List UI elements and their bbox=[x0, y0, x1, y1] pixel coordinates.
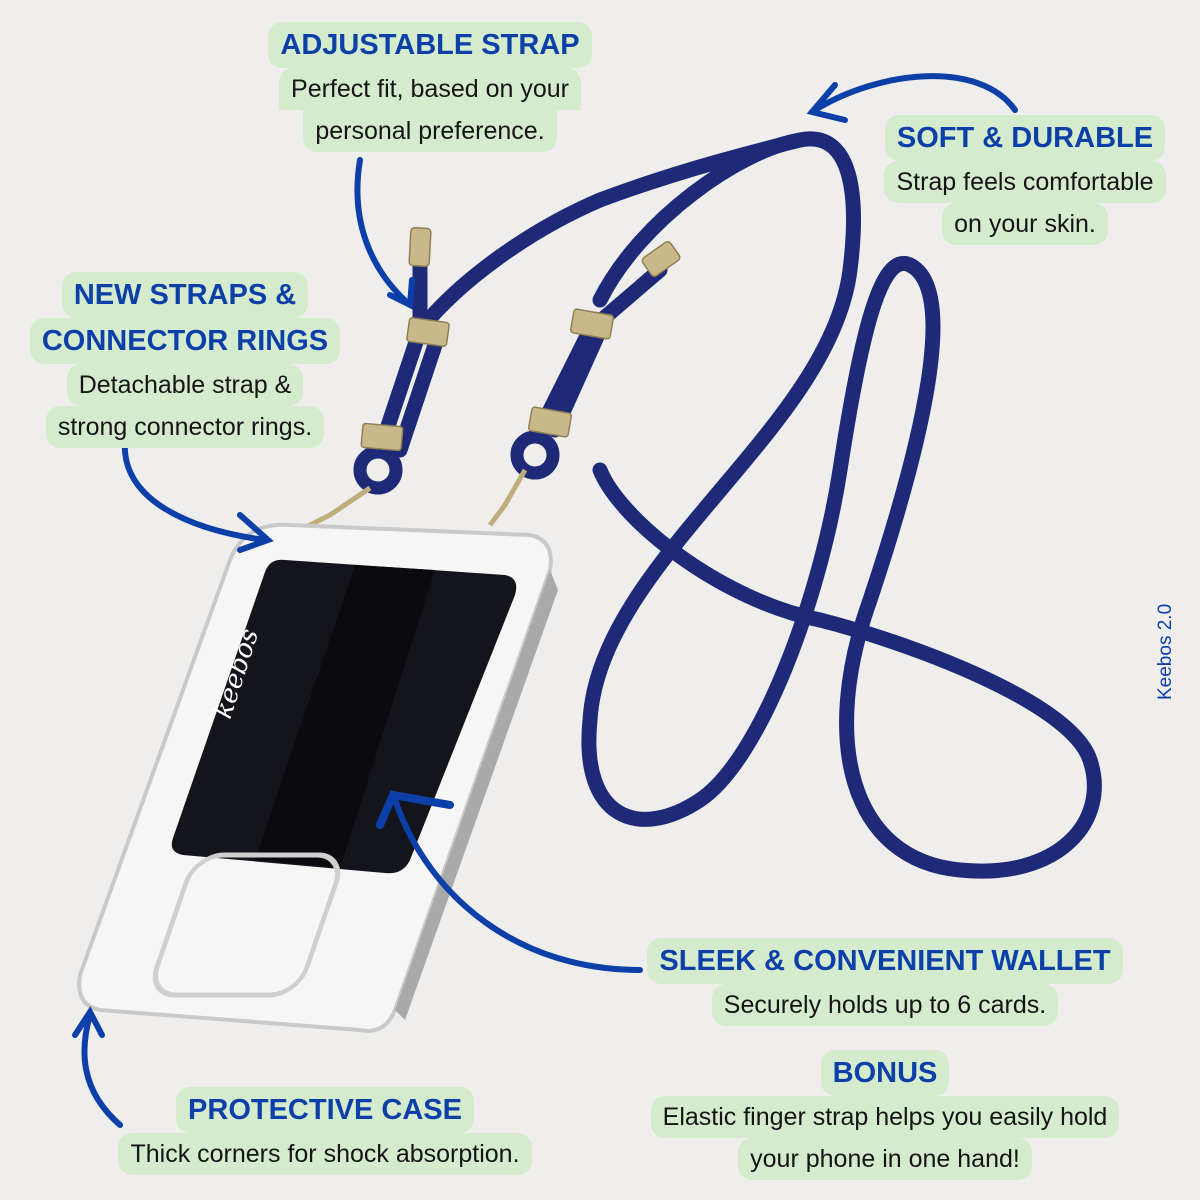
callout-text: strong connector rings. bbox=[45, 406, 325, 448]
arrow-wallet bbox=[392, 797, 643, 973]
arrows bbox=[72, 73, 1018, 1128]
callout-text: Detachable strap & bbox=[66, 364, 304, 406]
callout-title: CONNECTOR RINGS bbox=[29, 318, 341, 364]
callout-text: Strap feels comfortable bbox=[884, 161, 1166, 203]
callout-new-straps: NEW STRAPS & CONNECTOR RINGS Detachable … bbox=[15, 272, 355, 448]
metal-rings bbox=[360, 226, 681, 452]
callout-title: NEW STRAPS & bbox=[61, 272, 309, 318]
callout-title: SOFT & DURABLE bbox=[884, 115, 1166, 161]
callout-text: personal preference. bbox=[303, 110, 557, 152]
callout-text: Securely holds up to 6 cards. bbox=[711, 984, 1059, 1026]
callout-text: your phone in one hand! bbox=[738, 1138, 1032, 1180]
callout-text: on your skin. bbox=[942, 203, 1108, 245]
arrow-protective bbox=[81, 1012, 123, 1128]
callout-title: PROTECTIVE CASE bbox=[176, 1087, 474, 1133]
callout-title: BONUS bbox=[820, 1050, 950, 1096]
callout-adjustable-strap: ADJUSTABLE STRAP Perfect fit, based on y… bbox=[250, 22, 610, 152]
callout-title: SLEEK & CONVENIENT WALLET bbox=[647, 938, 1123, 984]
callout-text: Thick corners for shock absorption. bbox=[118, 1133, 532, 1175]
callout-title: ADJUSTABLE STRAP bbox=[268, 22, 592, 68]
arrow-soft bbox=[812, 73, 1018, 113]
callout-text: Perfect fit, based on your bbox=[279, 68, 581, 110]
callout-text: Elastic finger strap helps you easily ho… bbox=[650, 1096, 1120, 1138]
callout-wallet: SLEEK & CONVENIENT WALLET Securely holds… bbox=[630, 938, 1140, 1026]
callout-protective-case: PROTECTIVE CASE Thick corners for shock … bbox=[80, 1087, 570, 1175]
arrow-new-straps bbox=[121, 437, 268, 543]
callout-bonus: BONUS Elastic finger strap helps you eas… bbox=[605, 1050, 1165, 1180]
arrow-adjustable bbox=[354, 157, 413, 308]
phone-case bbox=[77, 522, 558, 1033]
brand-label: Keebos 2.0 bbox=[1155, 603, 1176, 700]
callout-soft-durable: SOFT & DURABLE Strap feels comfortable o… bbox=[855, 115, 1195, 245]
clasps bbox=[298, 468, 528, 533]
